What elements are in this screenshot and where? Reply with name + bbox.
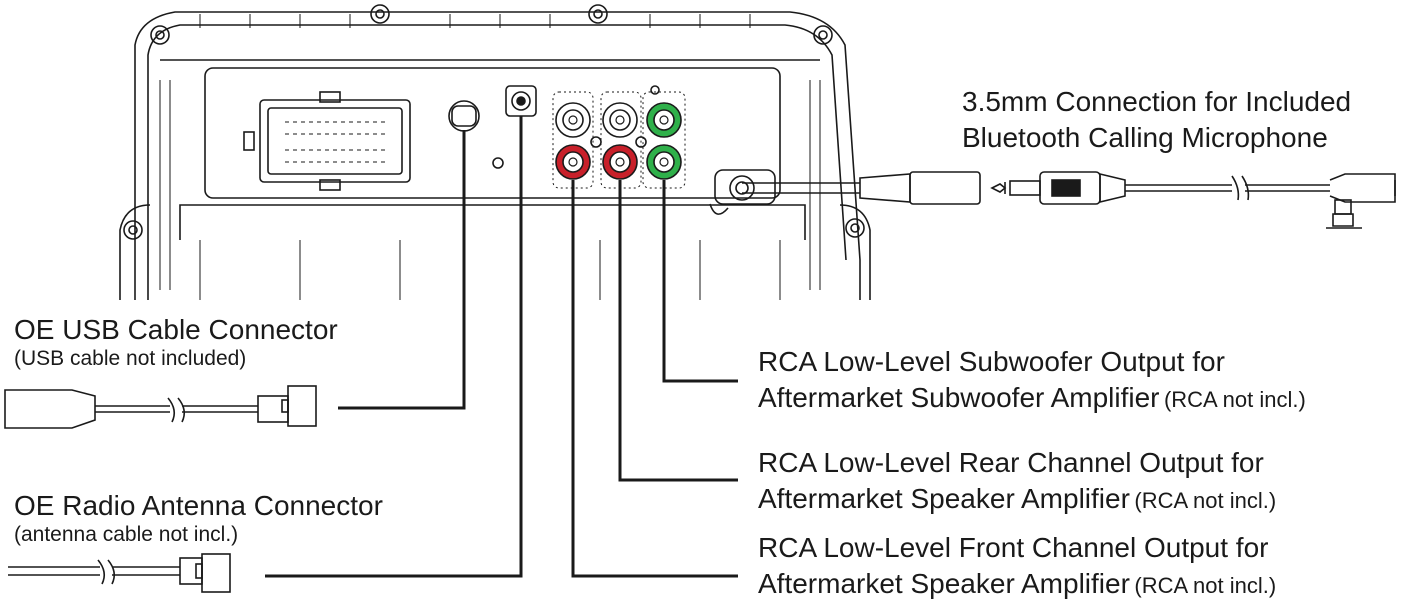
antenna-port-icon (505, 85, 537, 117)
antenna-label-title: OE Radio Antenna Connector (14, 490, 383, 521)
antenna-leader-line (265, 116, 523, 578)
front-label-line1: RCA Low-Level Front Channel Output for (758, 532, 1269, 563)
sub-label-line2-wrap: Aftermarket Subwoofer Amplifier (RCA not… (758, 384, 1306, 412)
sub-label-note: (RCA not incl.) (1163, 387, 1306, 412)
rca-rear-red-jack (602, 144, 638, 180)
sub-label-line2: Aftermarket Subwoofer Amplifier (758, 382, 1160, 413)
antenna-cable-icon (8, 553, 231, 593)
rca-rear-white-jack (602, 102, 638, 138)
mic-label-line2: Bluetooth Calling Microphone (962, 122, 1328, 153)
front-label-line2: Aftermarket Speaker Amplifier (758, 568, 1130, 599)
rca-sub-green-jack-top (646, 102, 682, 138)
microphone-cable-icon (742, 171, 1396, 229)
front-label-line2-wrap: Aftermarket Speaker Amplifier (RCA not i… (758, 570, 1276, 598)
mounting-hole-icon (492, 157, 504, 169)
rear-leader-line (618, 180, 738, 482)
usb-label-title: OE USB Cable Connector (14, 314, 338, 345)
rear-label-line1: RCA Low-Level Rear Channel Output for (758, 447, 1264, 478)
head-unit-housing (119, 11, 871, 300)
rca-sub-green-jack-bottom (646, 144, 682, 180)
front-leader-line (571, 180, 738, 578)
usb-port-icon (448, 100, 480, 132)
sub-label-line1: RCA Low-Level Subwoofer Output for (758, 346, 1225, 377)
main-harness-connector (243, 91, 411, 191)
usb-label-note: (USB cable not included) (14, 347, 247, 370)
antenna-label-note: (antenna cable not incl.) (14, 523, 239, 546)
rca-front-red-jack (555, 144, 591, 180)
front-label-note: (RCA not incl.) (1134, 573, 1277, 598)
usb-cable-icon (4, 385, 317, 429)
rear-label-line2: Aftermarket Speaker Amplifier (758, 483, 1130, 514)
mic-label-line1: 3.5mm Connection for Included (962, 86, 1352, 117)
screw-icon (123, 4, 865, 240)
usb-leader-line (338, 130, 466, 410)
sub-leader-line (662, 180, 738, 383)
rear-label-line2-wrap: Aftermarket Speaker Amplifier (RCA not i… (758, 485, 1276, 513)
mic-jack-icon (709, 169, 776, 215)
rear-label-note: (RCA not incl.) (1134, 488, 1277, 513)
rca-front-white-jack (555, 102, 591, 138)
